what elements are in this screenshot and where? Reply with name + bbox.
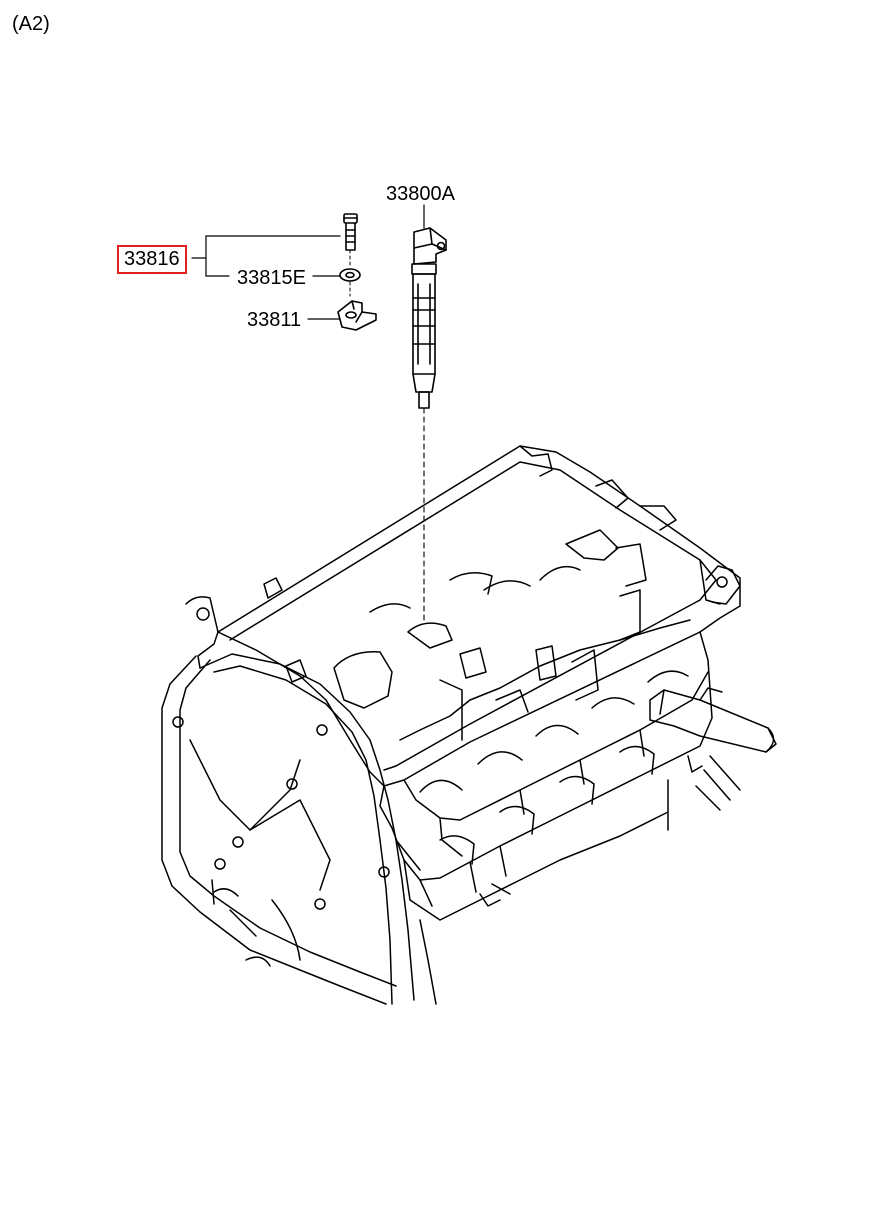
callout-33815E[interactable]: 33815E [237, 267, 306, 289]
view-label: (A2) [12, 13, 50, 35]
leader-lines [191, 204, 425, 320]
engine-head [161, 445, 777, 1005]
leader-33816-bracket [191, 235, 341, 277]
washer-part [339, 268, 361, 297]
bolt-part [343, 213, 358, 267]
callout-33811[interactable]: 33811 [247, 309, 302, 331]
injector-part [411, 227, 447, 621]
callout-33800A[interactable]: 33800A [386, 183, 455, 205]
clamp-part [337, 300, 377, 331]
callout-33816-highlighted[interactable]: 33816 [117, 245, 187, 274]
